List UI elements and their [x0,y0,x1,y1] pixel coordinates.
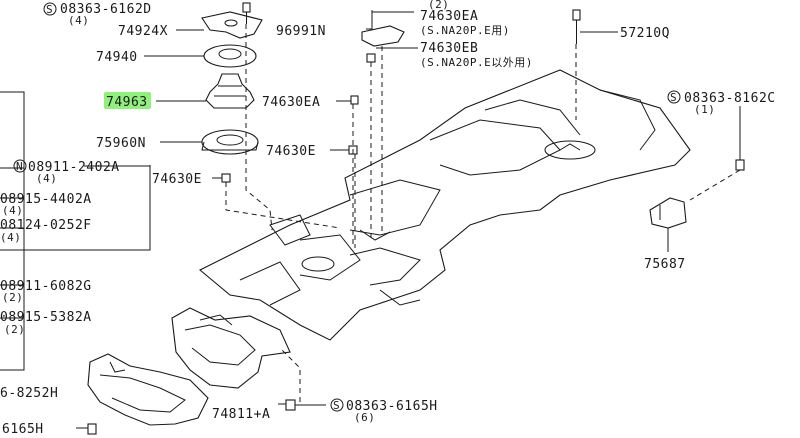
label-74630e-left: 74630E [152,172,202,187]
label-08363-6162d-qty: (4) [68,14,89,27]
label-74630ea-top: 74630EA [420,9,478,24]
label-08911-6082g-qty: (2) [2,291,23,304]
marker-s-3: S [333,399,340,412]
label-08915-5382a: 08915-5382A [0,310,92,325]
marker-s-1: S [46,3,53,16]
label-08911-6082g: 08911-6082G [0,279,92,294]
label-08363-6162d: 08363-6162D [60,2,152,17]
label-08124-0252f-qty: (4) [0,231,21,244]
label-6-8252h: 6-8252H [0,386,58,401]
label-08915-4402a: 08915-4402A [0,192,92,207]
label-74630ea-top-note: (S.NA20P.E用) [420,24,510,37]
label-74630eb-note: (S.NA20P.E以外用) [420,56,533,69]
part-labels: 08363-6162D (4) 74924X 74940 74963 75960… [0,0,776,437]
label-74630eb: 74630EB [420,41,478,56]
label-74963: 74963 [106,95,148,110]
label-74924x: 74924X [118,24,168,39]
label-74940: 74940 [96,50,138,65]
label-08363-8162c-qty: (1) [694,103,715,116]
marker-s-2: S [670,91,677,104]
label-08911-2402a: 08911-2402A [28,160,120,175]
label-08915-5382a-qty: (2) [4,323,25,336]
label-08911-2402a-qty: (4) [36,172,57,185]
label-08363-6165h: 08363-6165H [346,399,438,414]
leader-lines [76,11,741,429]
label-74630e-mid: 74630E [266,144,316,159]
left-bracket [0,91,151,371]
circle-markers: S S S N [13,2,681,412]
label-08363-6165h-qty: (6) [354,411,375,424]
shift-boot-stack [201,11,263,155]
label-96991n: 96991N [276,24,326,39]
lower-insulator-parts [87,307,291,426]
label-08363-8162c: 08363-8162C [684,91,776,106]
label-74630ea-mid: 74630EA [262,95,320,110]
label-74811a: 74811+A [212,407,270,422]
dashed-alignment-lines [225,24,741,402]
label-08915-4402a-qty: (4) [2,204,23,217]
label-74630ea-top-qty: (2) [428,0,449,11]
label-75687: 75687 [644,257,686,272]
label-75960n: 75960N [96,136,146,151]
label-57210q: 57210Q [620,26,670,41]
floor-panel [199,69,691,341]
highlight-74963 [104,92,151,109]
label-08124-0252f: 08124-0252F [0,218,92,233]
label-6165h-left: 6165H [2,422,44,437]
marker-n-1: N [16,160,23,173]
